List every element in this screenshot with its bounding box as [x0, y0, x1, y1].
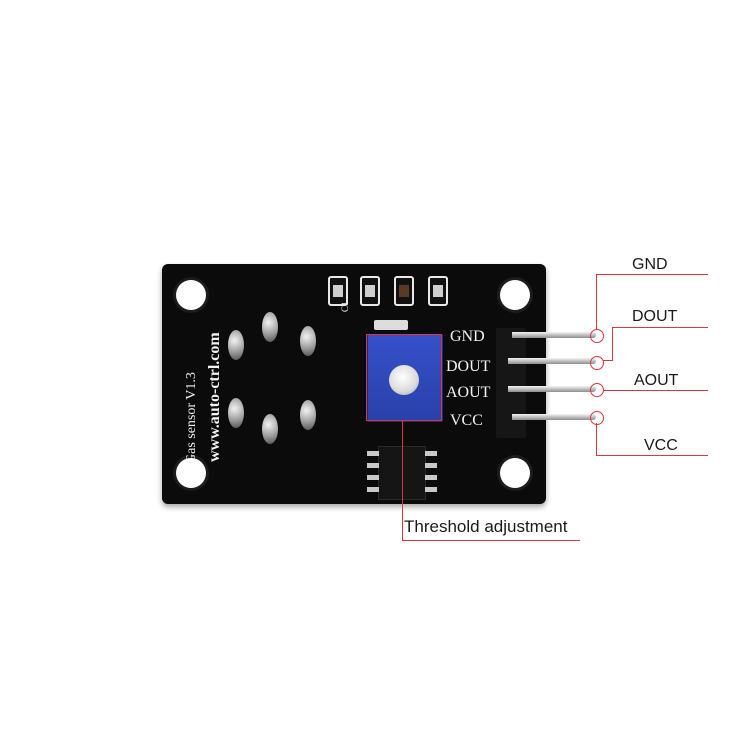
leader-gnd [596, 274, 708, 275]
pin-label-vcc: VCC [450, 412, 483, 429]
callout-circle-aout [590, 383, 604, 397]
leader-threshold [402, 540, 580, 541]
leader-aout [603, 390, 708, 391]
sensor-pad [228, 398, 244, 428]
callout-circle-dout [590, 356, 604, 370]
callout-label-gnd: GND [632, 256, 668, 273]
leader-threshold [366, 334, 367, 420]
sensor-pad [262, 414, 278, 444]
callout-circle-gnd [590, 329, 604, 343]
mounting-hole-top-left [176, 280, 206, 310]
header-pin-aout [508, 386, 596, 392]
leader-threshold [366, 334, 442, 335]
pin-label-aout: AOUT [446, 384, 491, 401]
callout-label-vcc: VCC [644, 437, 678, 454]
smd-component [360, 276, 380, 306]
leader-dout [612, 327, 613, 361]
pin-label-gnd: GND [450, 328, 485, 345]
sensor-pad [300, 400, 316, 430]
pin-label-dout: DOUT [446, 358, 491, 375]
smd-component [328, 276, 348, 306]
callout-label-threshold: Threshold adjustment [404, 517, 568, 536]
leader-vcc [596, 455, 708, 456]
smd-component [394, 276, 414, 306]
leader-threshold [441, 334, 442, 420]
threshold-potentiometer[interactable] [367, 334, 443, 422]
leader-threshold [402, 420, 403, 540]
leader-dout [612, 327, 708, 328]
board-title-text: Gas sensor V1.3 [184, 372, 199, 464]
callout-label-aout: AOUT [634, 372, 679, 389]
sensor-pad [228, 330, 244, 360]
pin-header [496, 328, 526, 438]
leader-dout [603, 360, 613, 361]
header-pin-dout [508, 358, 596, 364]
sensor-pad [262, 312, 278, 342]
leader-vcc [596, 423, 597, 455]
sensor-pad [300, 326, 316, 356]
sensor-board: Gas sensor V1.3 www.auto-ctrl.com C1 GND… [162, 264, 546, 504]
potentiometer-knob[interactable] [389, 365, 419, 395]
leader-gnd [596, 274, 597, 330]
resistor [374, 320, 408, 330]
leader-threshold [366, 420, 442, 421]
mounting-hole-top-right [500, 280, 530, 310]
header-pin-vcc [512, 414, 596, 420]
mounting-hole-bottom-right [500, 458, 530, 488]
callout-circle-vcc [590, 411, 604, 425]
callout-label-dout: DOUT [632, 308, 678, 325]
mounting-hole-bottom-left [176, 458, 206, 488]
board-url-text: www.auto-ctrl.com [206, 332, 223, 462]
smd-label: C1 [340, 301, 350, 312]
header-pin-gnd [512, 332, 596, 338]
smd-component [428, 276, 448, 306]
